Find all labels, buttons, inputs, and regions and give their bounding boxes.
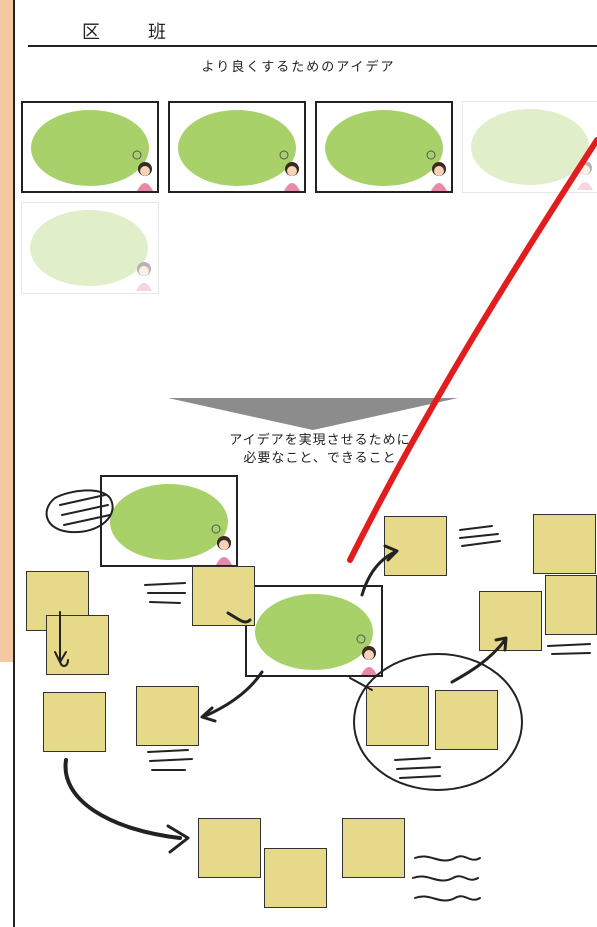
lightbulb-icon	[279, 150, 289, 160]
idea-card	[21, 101, 159, 193]
speech-bubble	[471, 109, 589, 185]
person-icon	[426, 150, 447, 191]
dash-lines	[459, 525, 501, 547]
wavy-scribble	[412, 875, 479, 882]
idea-card	[315, 101, 453, 193]
circle-scribble	[353, 653, 523, 791]
person-icon	[132, 150, 153, 191]
left-margin-strip	[0, 0, 13, 662]
dash-lines	[547, 643, 591, 655]
dash-lines	[147, 749, 193, 771]
swirl-scribble	[45, 489, 114, 534]
arrow-head-icon	[200, 706, 217, 723]
speech-bubble	[110, 484, 228, 560]
header-rule	[28, 45, 597, 47]
arrow-line	[450, 638, 507, 684]
sticky-note	[264, 848, 327, 908]
idea-card	[100, 475, 238, 567]
sticky-note	[384, 516, 447, 576]
arrow-head-icon	[166, 824, 190, 854]
sticky-note	[136, 686, 199, 746]
idea-card-faded	[21, 202, 159, 294]
arrow-line	[59, 611, 69, 667]
arrow-line	[226, 611, 252, 624]
sticky-note	[479, 591, 542, 651]
sticky-note	[545, 575, 597, 635]
connector-line	[349, 677, 373, 691]
speech-bubble	[325, 110, 443, 186]
red-stroke	[347, 137, 597, 563]
group-label: 班	[148, 22, 166, 43]
sticky-note	[192, 566, 255, 626]
person-icon	[279, 150, 300, 191]
down-arrow-icon	[168, 398, 458, 430]
sticky-note	[198, 818, 261, 878]
sticky-note	[342, 818, 405, 878]
arrow-head-icon	[494, 636, 508, 652]
dash-lines	[144, 582, 186, 604]
sticky-note	[435, 690, 498, 750]
lightbulb-icon	[426, 150, 436, 160]
subtitle-line1: アイデアを実現させるために	[229, 433, 411, 448]
dash-lines	[394, 757, 441, 779]
person-icon	[356, 634, 377, 675]
left-border	[13, 0, 15, 927]
speech-bubble	[178, 110, 296, 186]
person-icon	[136, 262, 152, 291]
idea-card	[168, 101, 306, 193]
lightbulb-icon	[132, 150, 142, 160]
sticky-note	[46, 615, 109, 675]
arrow-head-icon	[54, 651, 67, 663]
person-icon	[211, 524, 232, 565]
speech-bubble	[30, 210, 148, 286]
arrow-line	[63, 758, 182, 840]
subtitle-line2: 必要なこと、できること	[243, 451, 397, 466]
subtitle: アイデアを実現させるために 必要なこと、できること	[190, 432, 450, 468]
arrow-line	[203, 670, 264, 718]
lightbulb-icon	[356, 634, 366, 644]
arrow-head-icon	[383, 544, 399, 562]
speech-bubble	[31, 110, 149, 186]
section-title: より良くするためのアイデア	[201, 60, 396, 75]
speech-bubble	[255, 594, 373, 670]
sticky-note	[366, 686, 429, 746]
lightbulb-icon	[211, 524, 221, 534]
arrow-line	[360, 550, 397, 597]
central-idea-card	[245, 585, 383, 677]
sticky-note	[43, 692, 106, 752]
ward-label: 区	[82, 22, 100, 43]
sticky-note	[533, 514, 596, 574]
wavy-scribble	[414, 855, 481, 862]
hatch-scribble	[59, 494, 111, 526]
wavy-scribble	[414, 895, 481, 902]
